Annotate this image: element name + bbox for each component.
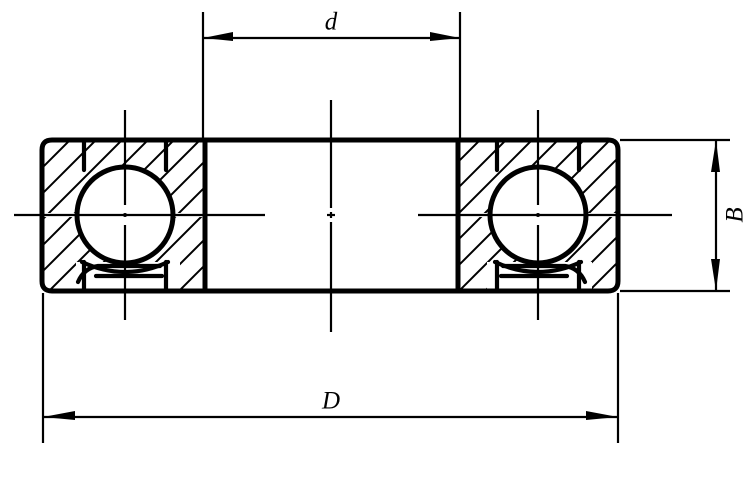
- arrowhead-D-right: [586, 411, 618, 420]
- right-ring-outline: [455, 137, 621, 294]
- centerlines-group: [14, 100, 672, 332]
- arrowhead-B-top: [711, 140, 720, 172]
- arrowhead-D-left: [43, 411, 75, 420]
- left-bearing-section: [39, 137, 208, 294]
- dimension-width: B: [620, 138, 749, 293]
- arrowhead-d-right: [430, 32, 460, 41]
- dimension-label-B: B: [722, 207, 749, 222]
- arrowhead-d-left: [203, 32, 233, 41]
- right-bearing-section: [455, 137, 621, 294]
- dimension-label-D: D: [321, 388, 340, 415]
- hatch-right-upper: [460, 142, 616, 213]
- ball-left-center-dot: [123, 213, 127, 217]
- left-ring-outline: [39, 137, 208, 294]
- arrowhead-B-bottom: [711, 259, 720, 291]
- hatch-left-upper: [44, 142, 203, 213]
- dimension-bore-diameter: d: [201, 9, 462, 142]
- ball-right-center-dot: [536, 213, 540, 217]
- dimension-label-d: d: [325, 9, 338, 36]
- dimension-outside-diameter: D: [41, 293, 620, 443]
